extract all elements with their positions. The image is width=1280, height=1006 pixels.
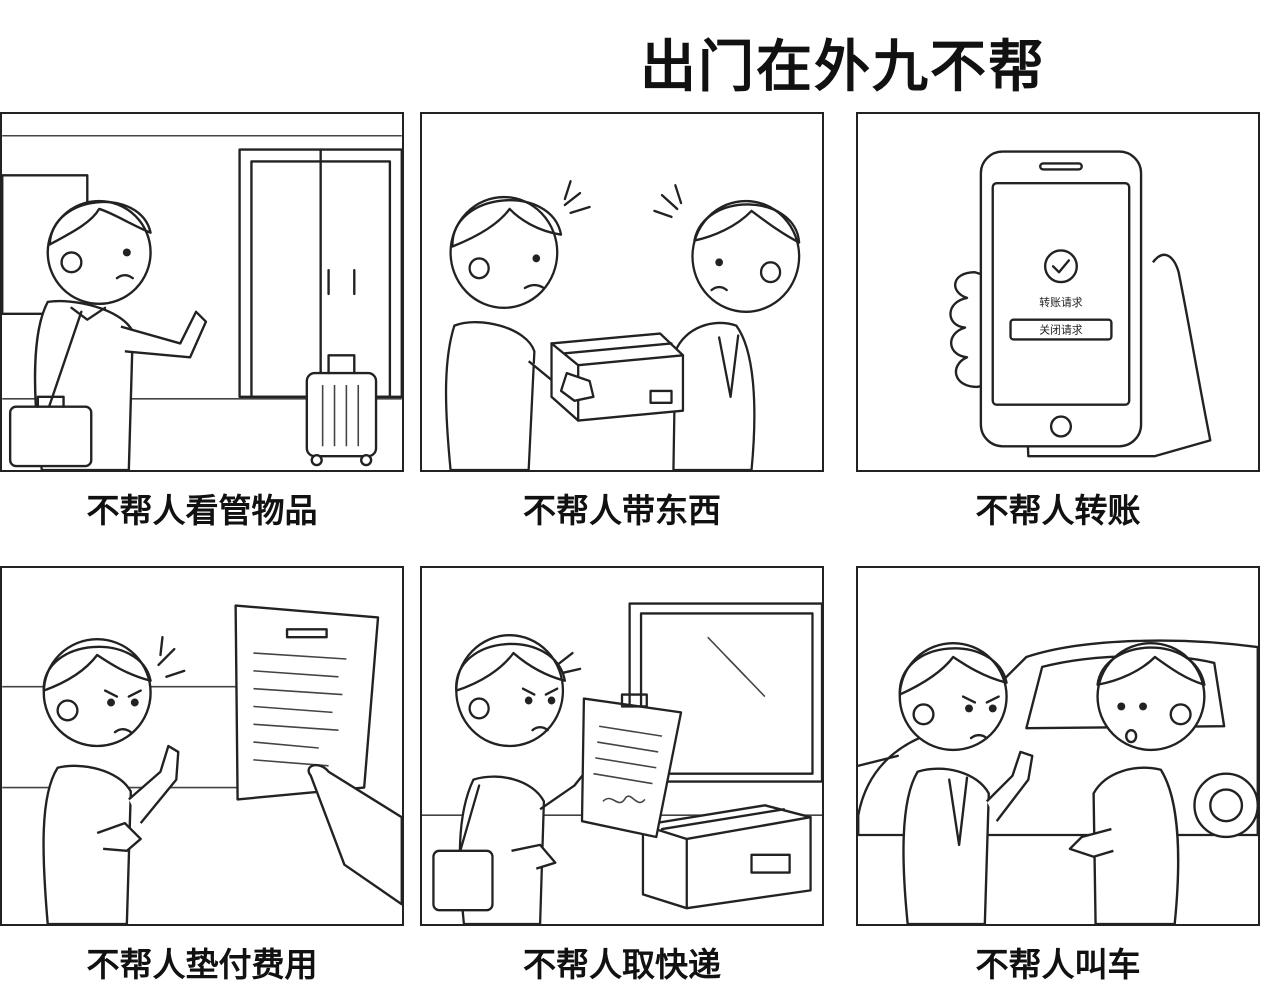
boy-refusing-luggage-illustration [2, 134, 402, 470]
phone-button-text: 关闭请求 [1039, 323, 1083, 337]
panel-hail-ride: 不帮人叫车 [856, 566, 1260, 1006]
scene-illustration [0, 112, 404, 472]
scene-illustration [420, 566, 824, 926]
panel-caption: 不帮人看管物品 [86, 491, 318, 530]
clipboard-and-box-illustration [422, 602, 822, 924]
panel-transfer-money: 转账请求 关闭请求 不帮人转账 [856, 112, 1260, 552]
scene-illustration: 转账请求 关闭请求 [856, 112, 1260, 472]
scene-illustration [0, 566, 404, 926]
scene-illustration [856, 566, 1260, 926]
box-handover-illustration [444, 180, 801, 470]
panel-caption: 不帮人带东西 [523, 491, 721, 530]
panel-advance-payment: 不帮人垫付费用 [0, 566, 404, 1006]
panel-carry-items: 不帮人带东西 [420, 112, 824, 552]
boy-refusing-document-illustration [2, 604, 402, 924]
panel-pick-up-package: 不帮人取快递 [420, 566, 824, 1006]
panel-caption: 不帮人取快递 [523, 945, 721, 984]
phone-transfer-illustration: 转账请求 关闭请求 [949, 150, 1212, 458]
phone-close-request-button [1009, 318, 1113, 341]
scene-illustration [420, 112, 824, 472]
panel-caption: 不帮人转账 [975, 491, 1141, 530]
panel-caption: 不帮人叫车 [975, 945, 1141, 984]
car-refusal-illustration [858, 639, 1258, 924]
panel-watch-belongings: 不帮人看管物品 [0, 112, 404, 552]
check-circle-icon [1043, 249, 1078, 284]
check-icon [1051, 259, 1071, 274]
page-title: 出门在外九不帮 [640, 35, 1046, 100]
phone-status-text: 转账请求 [1039, 295, 1083, 309]
panel-caption: 不帮人垫付费用 [86, 945, 318, 984]
